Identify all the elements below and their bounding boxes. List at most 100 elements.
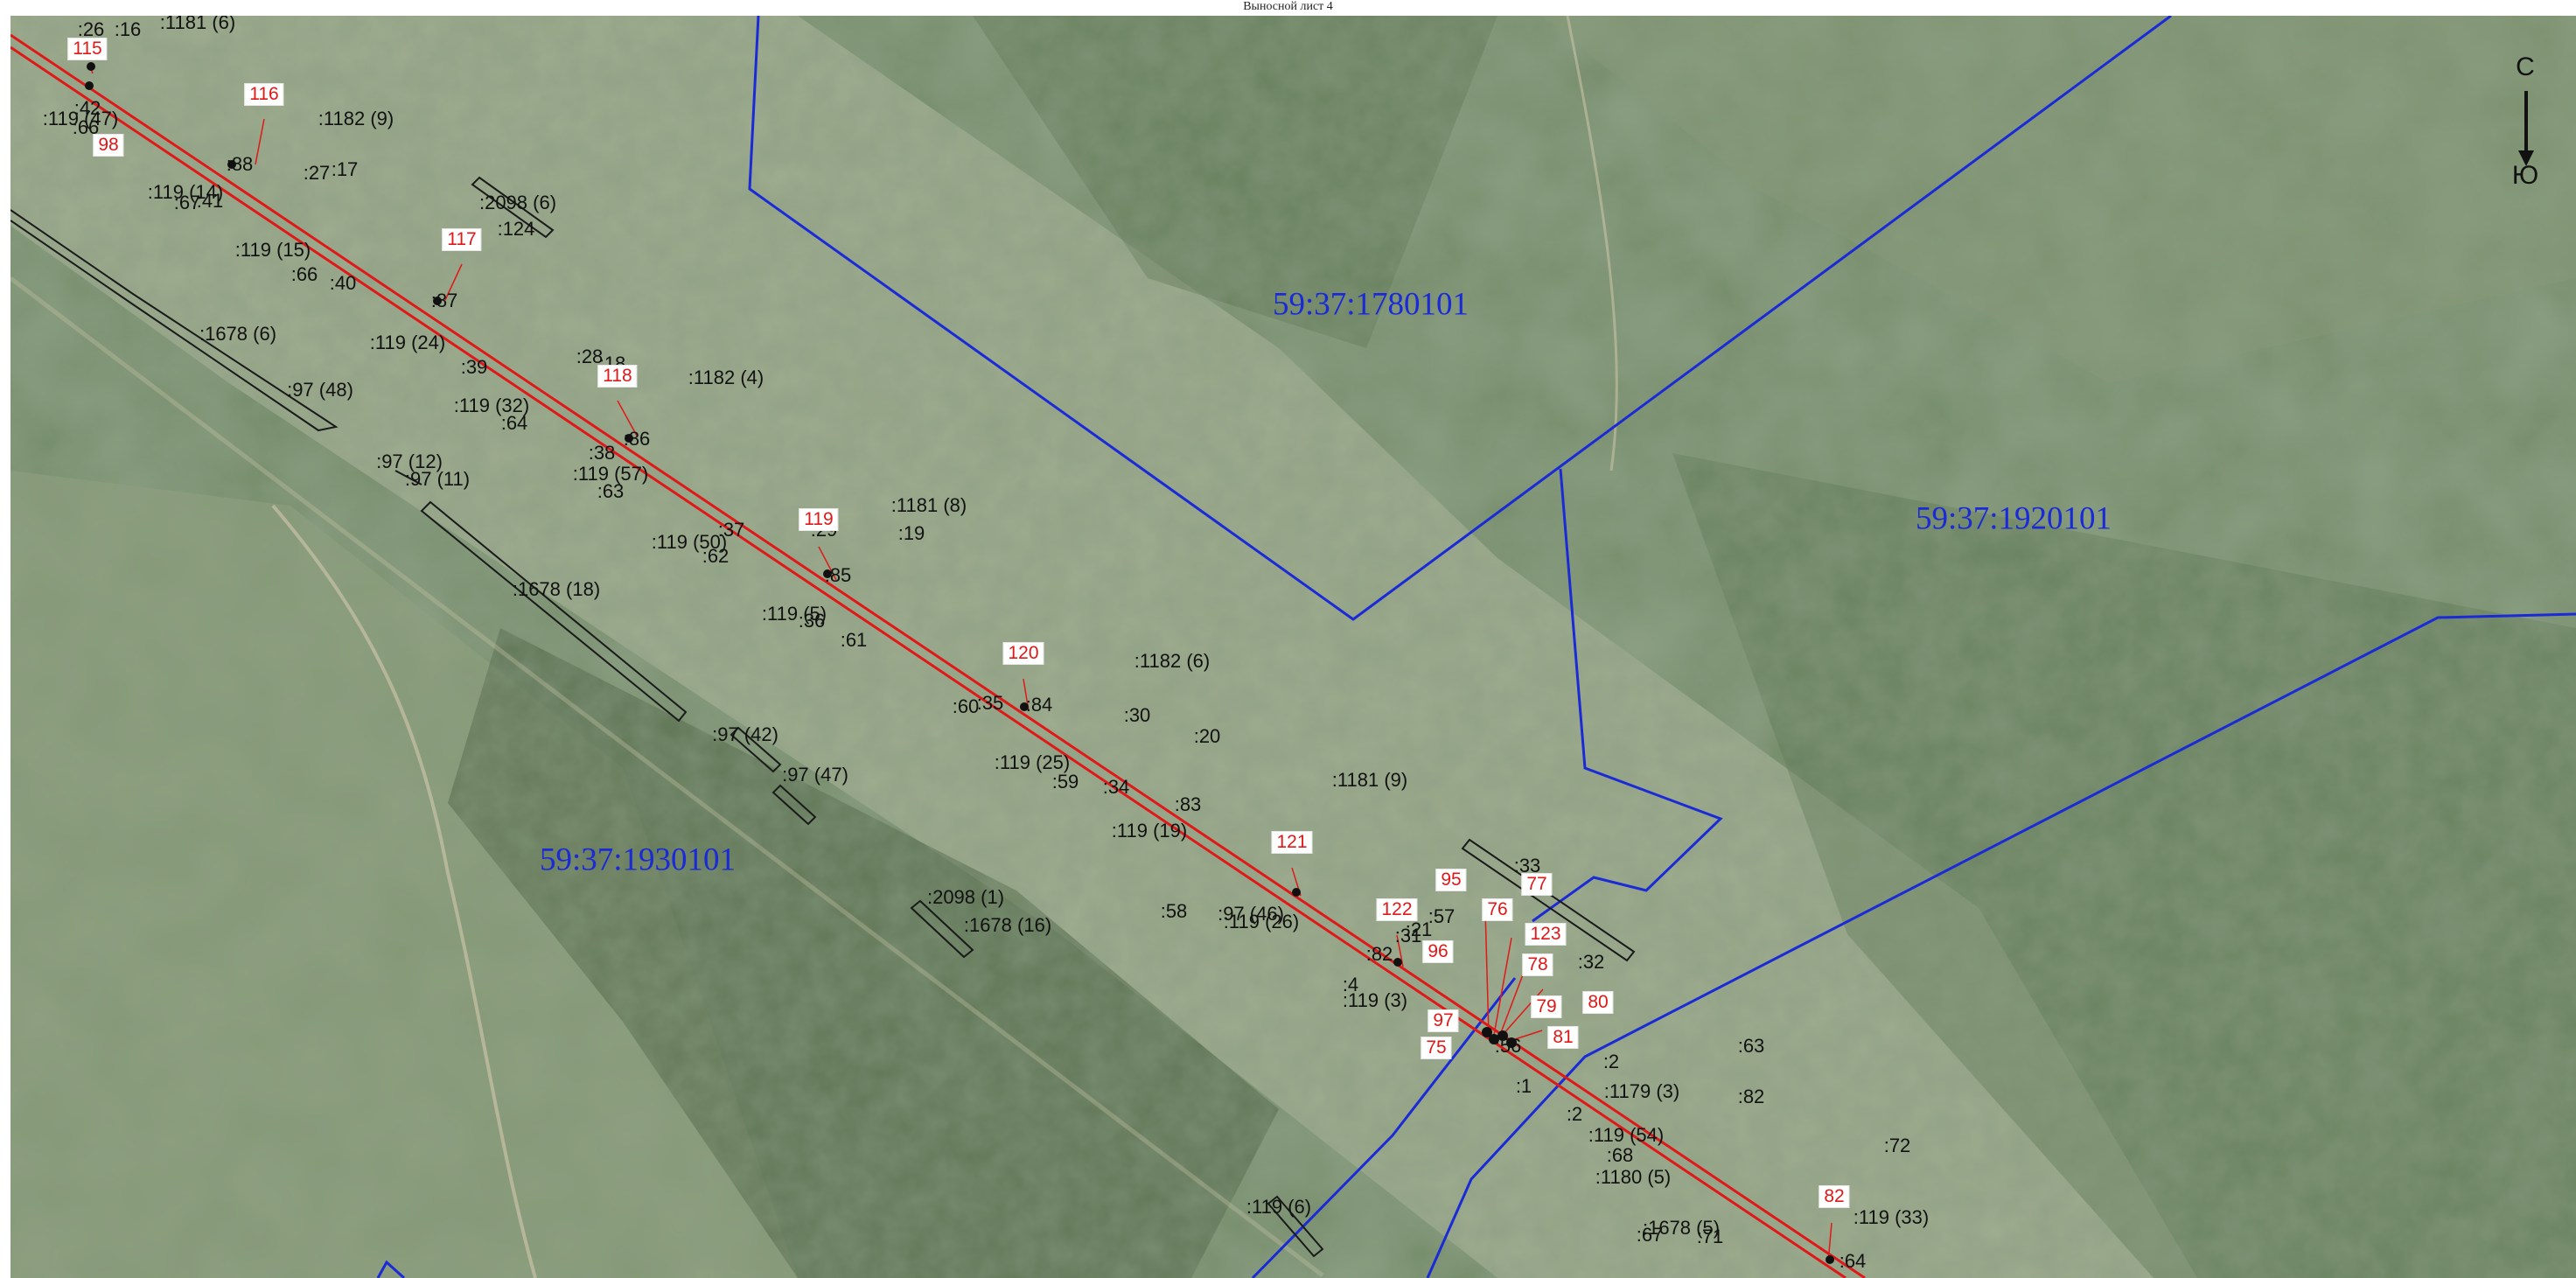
parcel-label: :41: [196, 190, 224, 212]
dirt-track: [10, 276, 1324, 1277]
dirt-track: [1566, 16, 1618, 471]
compass-arrow-icon: [2518, 150, 2534, 166]
compass-south-label: Ю: [2511, 161, 2539, 190]
parcel-label: :119 (54): [1588, 1124, 1665, 1146]
route-marker-label[interactable]: 77: [1521, 873, 1553, 896]
parcel-outline: [394, 470, 422, 485]
parcel-label: :63: [597, 480, 625, 502]
route-marker-label[interactable]: 96: [1422, 940, 1454, 963]
route-marker-label[interactable]: 120: [1002, 642, 1044, 665]
parcel-label: :20: [1193, 725, 1221, 747]
route-marker-label[interactable]: 118: [597, 365, 638, 388]
parcel-label: :119 (32): [453, 395, 530, 416]
parcel-outline: [730, 726, 782, 773]
parcel-label: :56: [1494, 1035, 1522, 1057]
parcel-label: :36: [798, 610, 826, 632]
parcel-label: :1181 (6): [159, 16, 236, 33]
parcel-outlines: [10, 176, 1636, 1258]
parcel-label: :16: [114, 18, 142, 40]
parcel-label: :59: [1051, 771, 1079, 793]
parcel-label: :82: [1365, 943, 1393, 965]
parcel-label: :1181 (9): [1331, 769, 1408, 791]
marker-leaders: [88, 64, 1833, 1263]
parcel-label: :119 (5): [761, 603, 827, 625]
parcel-label: :2: [1566, 1103, 1583, 1125]
route-marker-label[interactable]: 119: [799, 508, 839, 531]
parcel-label: :83: [1174, 793, 1202, 815]
parcel-outline: [1461, 838, 1636, 962]
parcel-label: :97 (46): [1218, 903, 1284, 925]
parcel-label: :119 (33): [1853, 1206, 1930, 1228]
parcel-label: :2098 (6): [478, 192, 557, 213]
parcel-label: :1181 (8): [890, 494, 967, 516]
parcel-outline: [471, 176, 555, 239]
route-marker-label[interactable]: 78: [1522, 953, 1553, 976]
parcel-label: :68: [1606, 1144, 1634, 1166]
parcel-label: :2098 (1): [926, 886, 1005, 908]
route-marker-label[interactable]: 117: [442, 228, 482, 251]
terrain-noise: [10, 16, 2576, 1278]
parcel-label: :119 (24): [369, 332, 446, 353]
parcel-label: :86: [623, 428, 651, 450]
route-marker-label[interactable]: 76: [1482, 898, 1513, 921]
route-marker-label[interactable]: 98: [93, 134, 124, 157]
route-marker-label[interactable]: 121: [1271, 831, 1313, 854]
parcel-label: :72: [1883, 1135, 1911, 1156]
parcel-label: :1182 (4): [688, 367, 764, 388]
dirt-track: [271, 504, 537, 1278]
parcel-label: :28: [576, 346, 604, 367]
parcel-label: :58: [1160, 900, 1188, 922]
route-line-right: [10, 45, 1846, 1278]
parcel-label: :63: [1737, 1035, 1765, 1057]
parcel-label: :37: [717, 519, 745, 541]
parcel-label: :1678 (5): [1642, 1217, 1721, 1239]
parcel-label: :4: [1342, 974, 1359, 995]
parcel-label: :119 (50): [651, 531, 728, 553]
parcel-label: :35: [976, 692, 1004, 714]
map-viewport[interactable]: 59:37:1780101 59:37:1920101 59:37:193010…: [10, 16, 2576, 1278]
route-line-left: [10, 33, 1866, 1278]
route-marker-label[interactable]: 123: [1525, 923, 1567, 946]
route-marker-label[interactable]: 81: [1547, 1026, 1579, 1049]
route-marker-label[interactable]: 116: [244, 83, 284, 106]
parcel-outline: [10, 209, 339, 432]
parcel-label: :62: [702, 545, 730, 567]
map-canvas: [10, 16, 2576, 1278]
route-marker-label[interactable]: 80: [1582, 991, 1614, 1014]
route-marker-label[interactable]: 97: [1428, 1009, 1459, 1032]
parcel-label: :88: [226, 153, 254, 175]
parcel-label: :82: [1737, 1086, 1765, 1107]
parcel-label: :119 (26): [1223, 911, 1300, 932]
parcel-label: :61: [840, 629, 868, 651]
parcel-label: :124: [497, 218, 535, 240]
parcel-label: :57: [1428, 905, 1456, 927]
route-marker-label[interactable]: 95: [1435, 869, 1467, 891]
route-marker-label[interactable]: 82: [1819, 1185, 1850, 1208]
parcel-label: :119 (3): [1342, 989, 1408, 1011]
parcel-label: :64: [500, 412, 528, 434]
parcel-label: :97 (42): [712, 723, 778, 745]
parcel-label: :1678 (18): [512, 578, 601, 600]
parcel-label: :119 (25): [994, 751, 1071, 773]
parcel-label: :40: [329, 272, 357, 294]
parcel-label: :1182 (9): [318, 108, 394, 129]
parcel-label: :1180 (5): [1595, 1166, 1672, 1188]
parcel-label: :97 (12): [376, 450, 443, 472]
compass: С Ю: [2503, 52, 2547, 201]
parcel-label: :64: [1839, 1250, 1867, 1272]
sheet-title: Выносной лист 4: [1243, 0, 1333, 13]
route-marker-label[interactable]: 75: [1421, 1037, 1452, 1059]
route-marker-label[interactable]: 79: [1531, 995, 1562, 1018]
parcel-label: :84: [1025, 694, 1053, 716]
quarter-label: 59:37:1930101: [539, 842, 736, 878]
parcel-label: :85: [824, 564, 852, 586]
parcel-label: :67: [1636, 1224, 1664, 1246]
route-marker-label[interactable]: 115: [67, 38, 108, 60]
quarter-label: 59:37:1920101: [1915, 500, 2112, 537]
parcel-label: :1: [1515, 1075, 1532, 1097]
quarter-boundary-line: [1426, 612, 2576, 1278]
parcel-label: :39: [460, 356, 488, 378]
route-marker-label[interactable]: 122: [1376, 898, 1418, 921]
parcel-label: :21: [1405, 918, 1433, 940]
parcel-label: :97 (11): [404, 468, 471, 490]
